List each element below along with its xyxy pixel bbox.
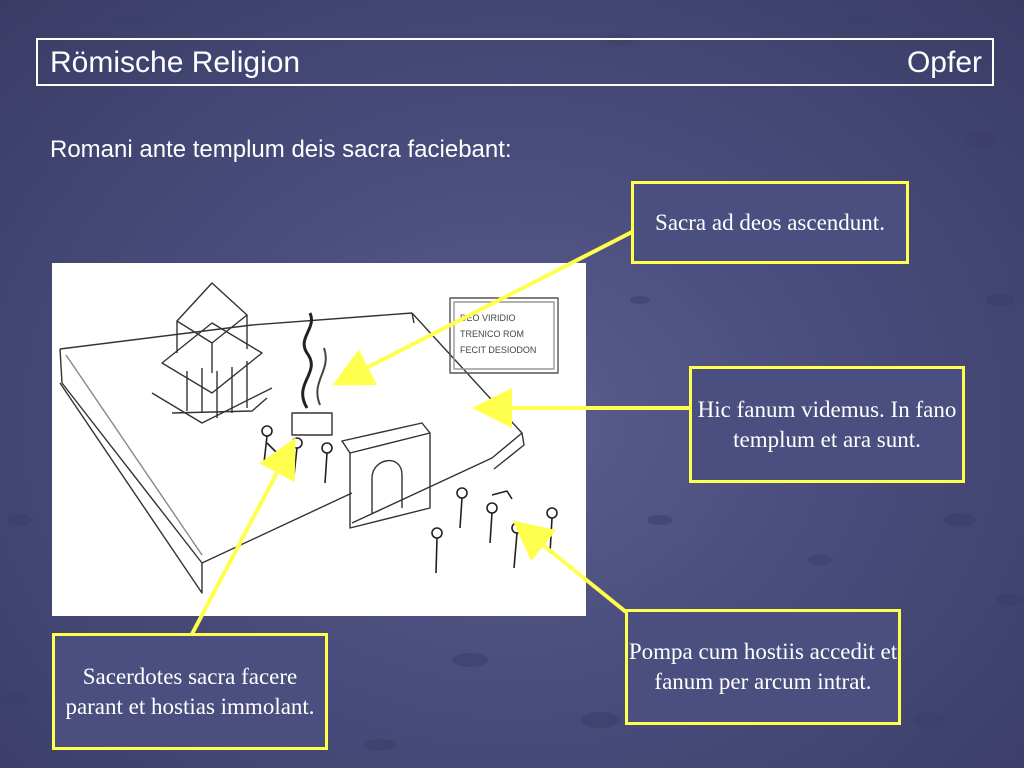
slide-subtitle: Romani ante templum deis sacra faciebant… xyxy=(50,136,512,163)
title-bar: Römische Religion Opfer xyxy=(36,38,994,86)
inscription-line-3: FECIT DESIODON xyxy=(460,345,536,355)
callout-procession-text: Pompa cum hostiis accedit et fanum per a… xyxy=(628,639,898,694)
callout-temple-text: Hic fanum videmus. In fano templum et ar… xyxy=(697,396,957,452)
temple-illustration: DEO VIRIDIO TRENICO ROM FECIT DESIODON xyxy=(52,263,586,616)
callout-smoke: Sacra ad deos ascendunt. xyxy=(631,181,909,264)
inscription-line-1: DEO VIRIDIO xyxy=(460,313,516,323)
inscription-line-2: TRENICO ROM xyxy=(460,329,524,339)
slide-title: Römische Religion xyxy=(50,46,301,79)
slide-topic: Opfer xyxy=(906,46,982,79)
callout-temple: Hic fanum videmus. In fano templum et ar… xyxy=(689,366,965,483)
callout-procession: Pompa cum hostiis accedit et fanum per a… xyxy=(625,609,901,725)
callout-priests: Sacerdotes sacra facere parant et hostia… xyxy=(52,633,328,750)
callout-priests-text: Sacerdotes sacra facere parant et hostia… xyxy=(65,663,315,719)
callout-smoke-text: Sacra ad deos ascendunt. xyxy=(655,209,885,235)
